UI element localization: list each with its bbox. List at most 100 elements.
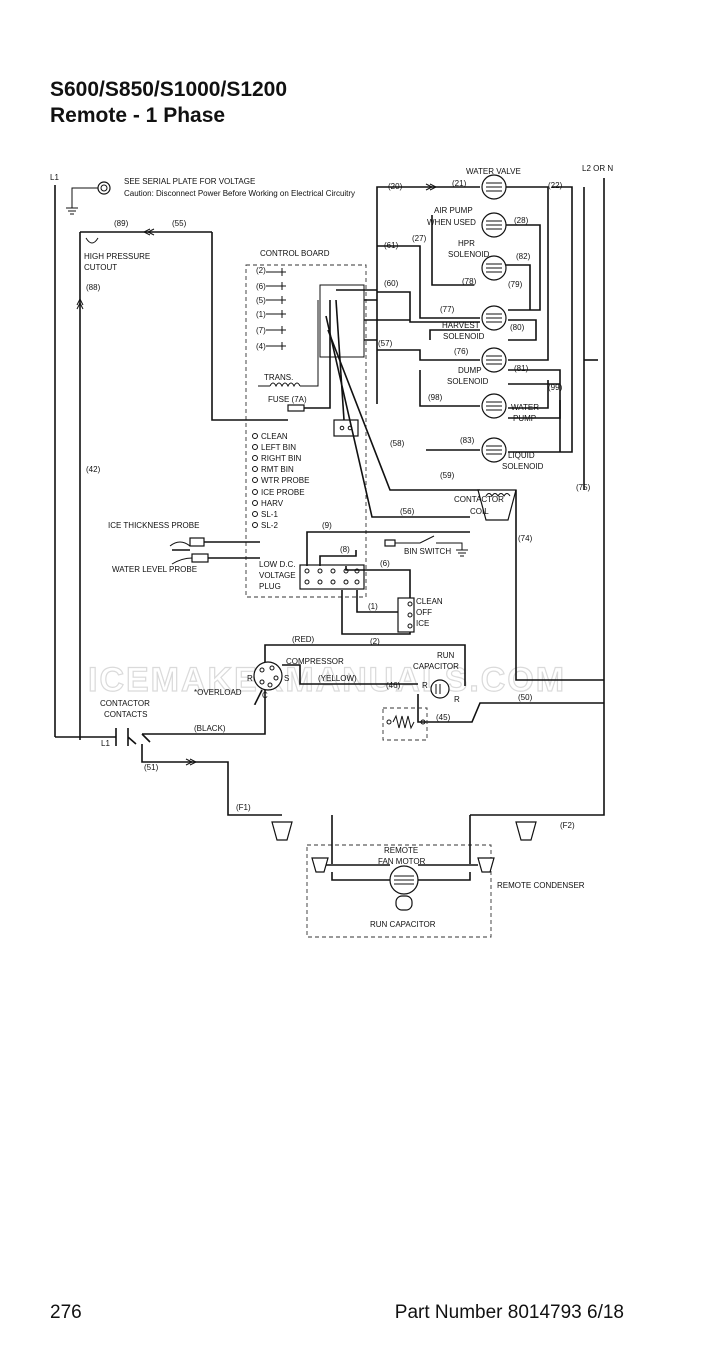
led-label: RMT BIN xyxy=(261,465,294,474)
label-serial-note: SEE SERIAL PLATE FOR VOLTAGE xyxy=(124,177,255,186)
relay-label: (2) xyxy=(256,266,266,275)
watermark: ICEMAKERMANUALS.COM xyxy=(88,661,566,699)
high-pressure-cutout xyxy=(79,231,212,740)
label-run: RUN xyxy=(437,651,455,660)
label-capacitor-r2: R xyxy=(454,695,460,704)
wire-57: (57) xyxy=(378,339,393,348)
wire-88: (88) xyxy=(86,283,101,292)
remote-condenser xyxy=(271,814,537,938)
wire-21: (21) xyxy=(452,179,467,188)
water-valve xyxy=(481,174,507,200)
relay-label: (1) xyxy=(256,310,266,319)
label-water-valve: WATER VALVE xyxy=(466,167,521,176)
wire-79: (79) xyxy=(508,280,523,289)
relay-label: (6) xyxy=(256,282,266,291)
label-water: WATER xyxy=(511,403,539,412)
label-l1: L1 xyxy=(50,173,59,182)
wire-9: (9) xyxy=(322,521,332,530)
wire-80: (80) xyxy=(510,323,525,332)
wire-22: (22) xyxy=(548,181,563,190)
wire-83: (83) xyxy=(460,436,475,445)
label-harvest: HARVEST xyxy=(442,321,480,330)
led-label: HARV xyxy=(261,499,284,508)
label-ice: ICE xyxy=(416,619,429,628)
wire-2: (2) xyxy=(370,637,380,646)
label-dump: DUMP xyxy=(458,366,482,375)
label-low-dc: LOW D.C. xyxy=(259,560,295,569)
label-pump: PUMP xyxy=(513,414,536,423)
wire-56: (56) xyxy=(400,507,415,516)
label-plug: PLUG xyxy=(259,582,281,591)
label-coil: COIL xyxy=(470,507,489,516)
page-number: 276 xyxy=(50,1302,82,1323)
page-title-models: S600/S850/S1000/S1200 xyxy=(50,78,288,101)
run-capacitor xyxy=(430,679,450,699)
label-caution: Caution: Disconnect Power Before Working… xyxy=(124,189,355,198)
label-capacitor: CAPACITOR xyxy=(413,662,459,671)
label-remote: REMOTE xyxy=(384,846,418,855)
label-bin-switch: BIN SWITCH xyxy=(404,547,451,556)
diagram-labels: L1 L2 OR N SEE SERIAL PLATE FOR VOLTAGE … xyxy=(50,164,613,929)
label-yellow: (YELLOW) xyxy=(318,674,357,683)
wire-28: (28) xyxy=(514,216,529,225)
water-level-probe xyxy=(171,553,260,565)
label-remote-condenser: REMOTE CONDENSER xyxy=(497,881,585,890)
label-dump-solenoid: SOLENOID xyxy=(447,377,489,386)
led-label: CLEAN xyxy=(261,432,288,441)
water-pump xyxy=(481,393,507,419)
wire-8: (8) xyxy=(340,545,350,554)
wire-75: (75) xyxy=(576,483,591,492)
ice-thickness-probe xyxy=(169,537,260,551)
board-led-indicators xyxy=(252,433,258,528)
label-air-pump: AIR PUMP xyxy=(434,206,473,215)
label-contactor-contacts-1: CONTACTOR xyxy=(100,699,150,708)
label-voltage: VOLTAGE xyxy=(259,571,296,580)
led-label: LEFT BIN xyxy=(261,443,296,452)
wire-77: (77) xyxy=(440,305,455,314)
wire-98: (98) xyxy=(428,393,443,402)
label-liquid: LIQUID xyxy=(508,451,535,460)
board-relay-labels: (2) (6) (5) (1) (7) (4) xyxy=(256,266,266,351)
relay-label: (5) xyxy=(256,296,266,305)
wire-55: (55) xyxy=(172,219,187,228)
label-overload: *OVERLOAD xyxy=(194,688,242,697)
ground-icon xyxy=(66,181,111,215)
label-ice-thickness-probe: ICE THICKNESS PROBE xyxy=(108,521,199,530)
board-led-labels: CLEAN LEFT BIN RIGHT BIN RMT BIN WTR PRO… xyxy=(261,432,309,530)
compressor-wiring xyxy=(142,644,604,735)
label-water-level-probe: WATER LEVEL PROBE xyxy=(112,565,197,574)
wire-59: (59) xyxy=(440,471,455,480)
label-trans: TRANS. xyxy=(264,373,293,382)
contactor-coil xyxy=(477,489,604,681)
part-number: Part Number 8014793 6/18 xyxy=(394,1302,624,1323)
label-hpr-solenoid: SOLENOID xyxy=(448,250,490,259)
label-high-pressure: HIGH PRESSURE xyxy=(84,252,150,261)
label-run-capacitor: RUN CAPACITOR xyxy=(370,920,436,929)
wire-58: (58) xyxy=(390,439,405,448)
label-capacitor-r1: R xyxy=(422,681,428,690)
wire-46: (46) xyxy=(386,681,401,690)
page-subtitle-phase: Remote - 1 Phase xyxy=(50,104,226,127)
label-red: (RED) xyxy=(292,635,315,644)
label-liquid-solenoid: SOLENOID xyxy=(502,462,544,471)
wire-45: (45) xyxy=(436,713,451,722)
label-when-used: WHEN USED xyxy=(427,218,476,227)
heater-element-45 xyxy=(382,707,428,741)
wire-78: (78) xyxy=(462,277,477,286)
label-l2-or-n: L2 OR N xyxy=(582,164,613,173)
wire-20: (20) xyxy=(388,182,403,191)
label-contactor: CONTACTOR xyxy=(454,495,504,504)
hpr-solenoid xyxy=(481,255,507,281)
label-clean: CLEAN xyxy=(416,597,443,606)
wire-74: (74) xyxy=(518,534,533,543)
wire-f2: (F2) xyxy=(560,821,575,830)
wire-99: (99) xyxy=(548,383,563,392)
led-label: SL-2 xyxy=(261,521,278,530)
valve-wiring xyxy=(376,186,598,490)
compressor xyxy=(253,661,283,691)
wire-direction-marks xyxy=(76,183,438,766)
air-pump xyxy=(481,212,507,238)
wire-6: (6) xyxy=(380,559,390,568)
label-contactor-contacts-2: CONTACTS xyxy=(104,710,147,719)
